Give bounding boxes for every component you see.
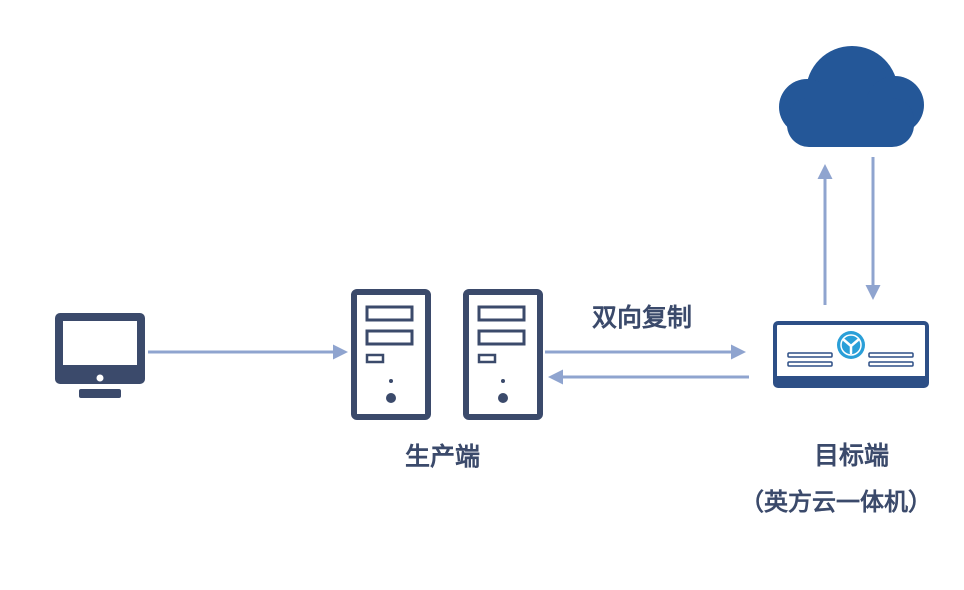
logo-icon bbox=[837, 331, 865, 359]
target-sub-label: （英方云一体机） bbox=[740, 488, 932, 516]
monitor-icon bbox=[55, 313, 145, 398]
server-tower-icon bbox=[351, 289, 431, 420]
server-tower-icon bbox=[463, 289, 543, 420]
target-label: 目标端 bbox=[814, 441, 890, 470]
cloud-icon bbox=[779, 46, 924, 147]
replication-label: 双向复制 bbox=[592, 303, 693, 332]
appliance-icon bbox=[773, 321, 929, 388]
production-label: 生产端 bbox=[405, 442, 481, 471]
